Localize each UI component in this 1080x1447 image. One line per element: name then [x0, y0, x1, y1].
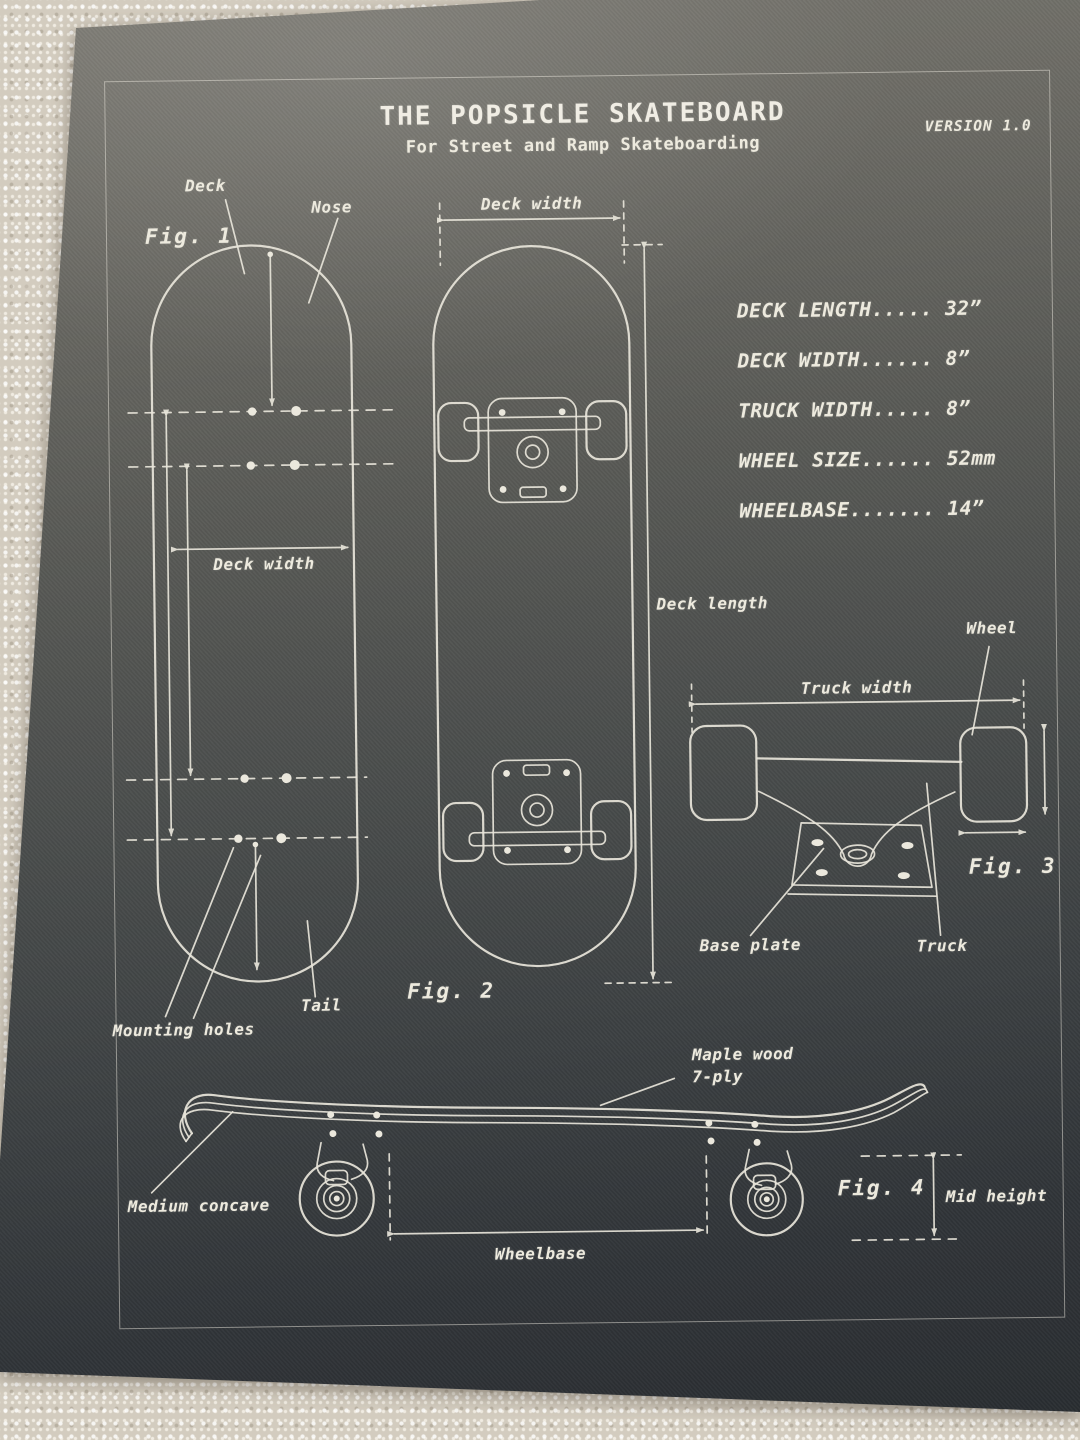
truck-width-label: Truck width: [801, 677, 913, 697]
spec-deck-length: DECK LENGTH..... 32”: [737, 297, 982, 323]
fig4-front-truck: [299, 1142, 374, 1236]
fig3-dim-drop-left: [691, 684, 692, 732]
fig1-centerline-top: [270, 253, 272, 405]
truck-leader-line: [927, 783, 941, 935]
wheelbase-label: Wheelbase: [495, 1244, 586, 1264]
version-label: VERSION 1.0: [925, 118, 1032, 135]
truck-label: Truck: [917, 936, 968, 956]
fig3-plate-holes: [811, 838, 913, 880]
tail-leader-line: [307, 921, 315, 997]
base-plate-leader-line: [750, 849, 825, 936]
fig4-ply-line: [182, 1089, 926, 1137]
fig4-mid-height-arrow: [933, 1159, 934, 1235]
fig2-dim-drop-right: [624, 201, 625, 263]
base-plate-label: Base plate: [700, 935, 802, 955]
fig3-base-plate-edge: [788, 892, 936, 898]
mounting-holes-label: Mounting holes: [113, 1020, 255, 1041]
fig4-caption: Fig. 4: [838, 1175, 926, 1200]
fig2-deck-bottom-view: [432, 200, 672, 985]
fig3-truck-width-arrow: [696, 700, 1020, 704]
fig2-dim-drop-left: [440, 203, 441, 265]
fig2-length-tie-bottom: [605, 982, 671, 983]
fig4-midheight-tie-top: [861, 1155, 961, 1156]
fig3-wheel-width-arrow: [965, 832, 1025, 833]
fig3-wheel-diameter-arrow: [1044, 731, 1045, 814]
mid-height-label: Mid height: [946, 1186, 1048, 1206]
fig3-axle: [757, 756, 961, 764]
fig4-wheelbase-drop-left: [389, 1154, 390, 1240]
maple-wood-line2: 7-ply: [692, 1065, 794, 1088]
fig3-kingpin-bushing: [840, 845, 874, 863]
fig1-hole-axis-1: [128, 410, 396, 413]
spec-truck-width: TRUCK WIDTH..... 8”: [738, 397, 971, 423]
deck-length-label: Deck length: [656, 593, 768, 613]
maple-wood-line1: Maple wood: [692, 1043, 794, 1066]
maple-leader-line: [600, 1078, 674, 1105]
fig1-deck-width-arrow: [178, 547, 348, 549]
spec-wheel-size: WHEEL SIZE...... 52mm: [739, 446, 996, 472]
fig2-deck-length-line: [644, 249, 653, 979]
fig1-caption: Fig. 1: [145, 224, 233, 249]
fig2-caption: Fig. 2: [407, 979, 495, 1004]
fig2-deck-width-arrow: [444, 218, 620, 220]
fig1-deck-width-label: Deck width: [213, 554, 315, 574]
fig1-dim-line-a: [166, 417, 171, 836]
poster-title: THE POPSICLE SKATEBOARD: [379, 97, 785, 132]
fig1-hole-axis-2: [129, 464, 397, 467]
spec-wheelbase: WHEELBASE....... 14”: [739, 497, 984, 523]
maple-wood-label: Maple wood 7-ply: [692, 1043, 794, 1088]
fig1-dim-line-b: [187, 470, 191, 775]
fig2-front-truck: [438, 397, 627, 503]
fig3-left-wheel: [690, 725, 757, 820]
nose-label: Nose: [311, 197, 352, 216]
medium-concave-label: Medium concave: [128, 1195, 270, 1216]
fig1-centerline-bottom: [255, 844, 257, 970]
fig1-deck-top-view: [120, 198, 404, 1019]
fig4-deck-top-edge: [185, 1084, 925, 1133]
wheel-leader-line: [971, 647, 990, 735]
spec-deck-width: DECK WIDTH...... 8”: [737, 347, 970, 373]
fig4-wheelbase-arrow: [394, 1230, 703, 1234]
fig2-deck-width-label: Deck width: [481, 193, 583, 213]
fig2-rear-truck: [442, 759, 631, 865]
fig1-hole-axis-4: [127, 837, 367, 840]
deck-label: Deck: [185, 176, 226, 195]
fig3-base-plate: [791, 821, 932, 889]
fig4-wheelbase-drop-right: [706, 1156, 707, 1238]
fig3-right-wheel: [960, 727, 1027, 822]
mounting-leader-line-1: [163, 848, 235, 1017]
fig4-midheight-tie-bottom: [852, 1239, 958, 1240]
concave-leader-line: [151, 1112, 234, 1193]
tail-label: Tail: [301, 995, 342, 1014]
fig3-dim-drop-right: [1023, 680, 1024, 728]
wheel-label: Wheel: [966, 618, 1017, 638]
fig3-caption: Fig. 3: [969, 854, 1057, 879]
fig4-rear-truck: [730, 1149, 803, 1236]
fig4-side-view: [150, 1075, 962, 1249]
mounting-leader-line-2: [192, 855, 263, 1018]
